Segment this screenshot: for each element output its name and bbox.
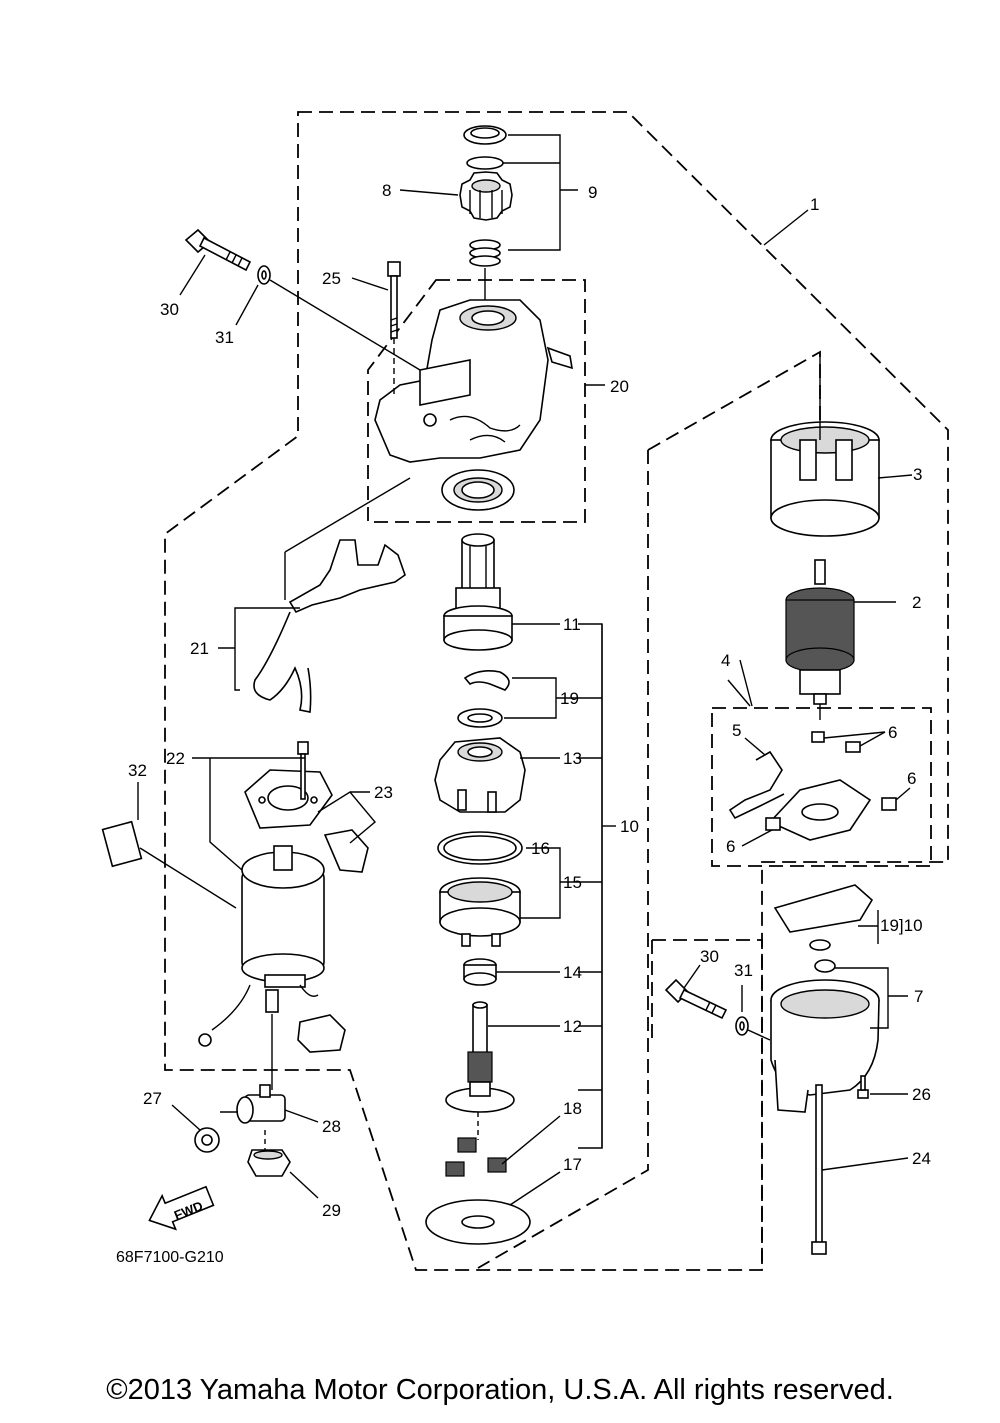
clip-ring-9 bbox=[466, 156, 504, 170]
callout-15: 15 bbox=[563, 873, 582, 892]
callout-5: 5 bbox=[732, 721, 741, 740]
callout-10b: 19]10 bbox=[880, 916, 923, 935]
seal-ring-9 bbox=[463, 125, 507, 145]
washer-19 bbox=[457, 708, 503, 728]
shaft-12 bbox=[445, 1001, 515, 1113]
cap-29 bbox=[247, 1149, 291, 1177]
internal-gear-15 bbox=[439, 877, 521, 947]
diagram-code: 68F7100-G210 bbox=[116, 1249, 224, 1266]
end-cover-7 bbox=[770, 959, 880, 1113]
planet-gears-18 bbox=[445, 1137, 507, 1177]
bearing-20 bbox=[441, 469, 515, 511]
callout-31b: 31 bbox=[734, 961, 753, 980]
callout-25: 25 bbox=[322, 269, 341, 288]
screw-26 bbox=[857, 1075, 869, 1099]
bolt-30-right bbox=[664, 978, 728, 1020]
spring-9 bbox=[469, 239, 501, 267]
washer-31-right bbox=[735, 1016, 749, 1036]
callout-18: 18 bbox=[563, 1099, 582, 1118]
callout-2: 2 bbox=[912, 593, 921, 612]
bushing-14 bbox=[463, 958, 497, 986]
callout-27: 27 bbox=[143, 1089, 162, 1108]
assembly-boundary-inner-2 bbox=[477, 450, 649, 1269]
rubber-boot-23 bbox=[323, 829, 369, 873]
fwd-arrow-icon bbox=[148, 1185, 215, 1231]
gasket-plate-22 bbox=[244, 769, 333, 829]
callout-17: 17 bbox=[563, 1155, 582, 1174]
washer-31-top bbox=[257, 265, 271, 285]
callout-8: 8 bbox=[382, 181, 391, 200]
brush-lead-5 bbox=[728, 750, 785, 820]
screw-22 bbox=[297, 741, 309, 800]
brushes-6 bbox=[765, 731, 897, 831]
callout-13: 13 bbox=[563, 749, 582, 768]
callout-30b: 30 bbox=[700, 947, 719, 966]
solenoid-body-22 bbox=[198, 845, 325, 1047]
callout-29: 29 bbox=[322, 1201, 341, 1220]
callout-28: 28 bbox=[322, 1117, 341, 1136]
brush-holder-4 bbox=[768, 779, 872, 841]
group-box-24 bbox=[652, 939, 763, 1268]
callout-32: 32 bbox=[128, 761, 147, 780]
callout-21: 21 bbox=[190, 639, 209, 658]
yoke-3 bbox=[770, 421, 880, 537]
assembly-boundary-1 bbox=[164, 111, 949, 1271]
callout-10a: 10 bbox=[620, 817, 639, 836]
callout-3: 3 bbox=[913, 465, 922, 484]
switch-28 bbox=[220, 1084, 286, 1124]
plate-17 bbox=[425, 1199, 531, 1245]
plate-19-10 bbox=[773, 884, 874, 951]
callout-11: 11 bbox=[563, 615, 581, 634]
callout-6b: 6 bbox=[907, 769, 916, 788]
callout-19: 19 bbox=[560, 689, 579, 708]
bolt-25 bbox=[387, 261, 401, 339]
callout-20: 20 bbox=[610, 377, 629, 396]
callout-9: 9 bbox=[588, 183, 597, 202]
callout-1: 1 bbox=[810, 195, 819, 214]
callout-7: 7 bbox=[914, 987, 923, 1006]
callout-24: 24 bbox=[912, 1149, 931, 1168]
gear-housing-13 bbox=[434, 737, 526, 813]
group-box-4 bbox=[711, 707, 932, 867]
callout-22: 22 bbox=[166, 749, 185, 768]
callout-16: 16 bbox=[531, 839, 550, 858]
boot-part bbox=[297, 1014, 346, 1053]
clip-19 bbox=[463, 670, 510, 691]
ring-16 bbox=[437, 831, 523, 865]
callout-6c: 6 bbox=[726, 837, 735, 856]
group-box-20 bbox=[367, 279, 586, 523]
callout-14: 14 bbox=[563, 963, 582, 982]
bolt-30-top bbox=[184, 228, 252, 272]
callout-12: 12 bbox=[563, 1017, 582, 1036]
callout-4: 4 bbox=[721, 651, 730, 670]
nut-27 bbox=[194, 1127, 220, 1153]
pinion-gear-8 bbox=[459, 171, 513, 221]
front-housing-20 bbox=[374, 299, 574, 463]
callout-30a: 30 bbox=[160, 300, 179, 319]
armature-2 bbox=[785, 559, 855, 705]
through-bolt-24 bbox=[811, 1084, 827, 1255]
shift-lever-21 bbox=[253, 539, 406, 713]
callout-31a: 31 bbox=[215, 328, 234, 347]
copyright-notice: ©2013 Yamaha Motor Corporation, U.S.A. A… bbox=[106, 1374, 894, 1406]
callout-26: 26 bbox=[912, 1085, 931, 1104]
pinion-clutch-11 bbox=[443, 533, 513, 651]
callout-6a: 6 bbox=[888, 723, 897, 742]
label-sticker-32 bbox=[101, 820, 143, 868]
callout-23: 23 bbox=[374, 783, 393, 802]
